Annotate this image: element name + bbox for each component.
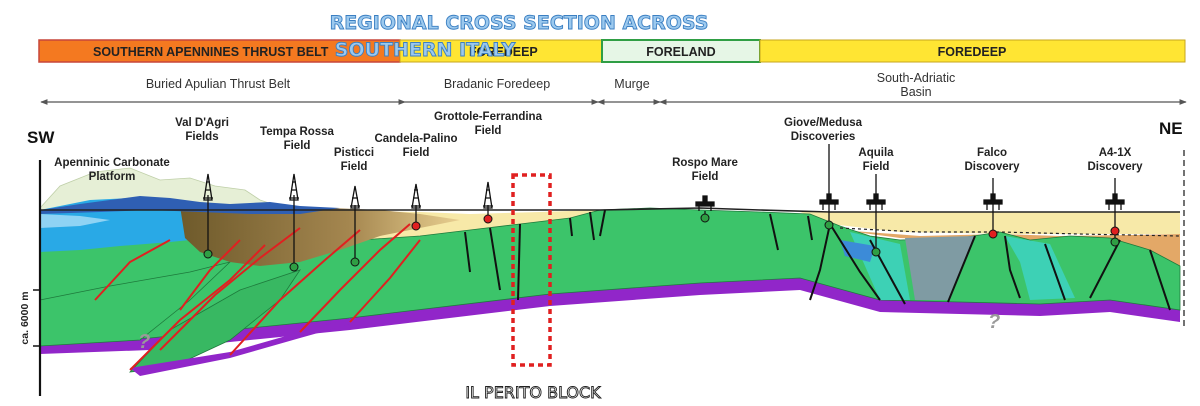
field-label: Grottole-Ferrandina	[434, 111, 543, 123]
fault-block-blue	[840, 240, 875, 262]
thrust-faults	[94, 223, 421, 371]
unknown-mark: ?	[138, 331, 150, 353]
field-label: Field	[692, 171, 719, 183]
field-label: Giove/Medusa	[784, 117, 863, 129]
title-line-1: REGIONAL CROSS SECTION ACROSS	[330, 12, 709, 34]
derrick-icon	[289, 173, 299, 201]
region-south-adriatic: South-Adriatic	[877, 71, 956, 85]
field-label: Field	[863, 161, 890, 173]
field-label: Val D'Agri	[175, 117, 229, 129]
vertical-scale: ca. 6000 m	[19, 160, 42, 396]
region-basin: Basin	[900, 85, 931, 99]
platform-icon	[695, 195, 715, 211]
platform-icon	[983, 193, 1003, 210]
band-label: FOREDEEP	[469, 45, 538, 59]
unknown-mark: ?	[988, 311, 1000, 333]
field-label: Tempa Rossa	[260, 126, 335, 138]
title-line-2: SOUTHERN ITALY	[335, 39, 516, 61]
field-label: Field	[341, 161, 368, 173]
perito-block-box	[511, 173, 552, 367]
fault-block-grey	[905, 236, 975, 300]
derrick-icon	[483, 181, 493, 209]
field-label: Field	[475, 125, 502, 137]
field-label: Field	[284, 140, 311, 152]
field-label: Field	[403, 147, 430, 159]
diagram-title: REGIONAL CROSS SECTION ACROSS SOUTHERN I…	[329, 12, 709, 62]
band-label: SOUTHERN APENNINES THRUST BELT	[93, 45, 329, 59]
perito-block-label: IL PERITO BLOCK	[465, 383, 601, 402]
platform-icon	[1105, 193, 1125, 210]
foredeep-fill-east	[800, 212, 1180, 234]
direction-ne: NE	[1159, 119, 1183, 138]
wells	[203, 144, 1125, 272]
allochthon-brown	[180, 204, 460, 266]
field-label: Discoveries	[791, 131, 856, 143]
thrust-sheet-base	[130, 318, 350, 376]
field-dot	[483, 214, 493, 224]
field-label: Fields	[185, 131, 218, 143]
field-label: Rospo Mare	[672, 157, 738, 169]
platform-label: Apenninic Carbonate	[54, 157, 170, 169]
band-foredeep-east	[759, 39, 1186, 63]
field-dot	[289, 262, 299, 272]
platform-label: Platform	[89, 171, 136, 183]
derrick-icon	[203, 173, 213, 201]
region-buried-apulian: Buried Apulian Thrust Belt	[146, 77, 291, 91]
field-dot	[1110, 237, 1120, 247]
region-murge: Murge	[614, 77, 649, 91]
field-dot	[700, 213, 710, 223]
field-label: Aquila	[858, 147, 894, 159]
field-dot	[203, 249, 213, 259]
geology-section	[39, 150, 1185, 376]
platform-icon	[866, 193, 886, 210]
field-dot	[350, 257, 360, 267]
derrick-icon	[350, 185, 360, 209]
region-labels: Buried Apulian Thrust Belt Bradanic Fore…	[40, 71, 1187, 105]
field-dot	[824, 220, 834, 230]
region-bradanic: Bradanic Foredeep	[444, 77, 550, 91]
field-label: Discovery	[1088, 161, 1144, 173]
band-label: FOREDEEP	[938, 45, 1007, 59]
field-label: A4-1X	[1099, 147, 1132, 159]
tectonic-band-bar: SOUTHERN APENNINES THRUST BELT FOREDEEP …	[38, 39, 1186, 63]
field-dot	[871, 247, 881, 257]
field-label: Falco	[977, 147, 1007, 159]
derrick-icon	[411, 183, 421, 209]
allochthon-blue-light	[40, 214, 110, 228]
field-label: Discovery	[965, 161, 1021, 173]
fault-block-teal	[1005, 236, 1075, 300]
direction-sw: SW	[27, 128, 55, 147]
field-dot	[988, 229, 998, 239]
platform-icon	[819, 193, 839, 210]
band-label: FORELAND	[646, 45, 715, 59]
scale-label: ca. 6000 m	[19, 291, 31, 344]
surface-line	[40, 207, 1180, 213]
field-dot	[411, 221, 421, 231]
field-labels: Val D'Agri Fields Tempa Rossa Field Pist…	[175, 111, 1143, 183]
thrust-sheet	[39, 261, 232, 347]
field-label: Pisticci	[334, 147, 374, 159]
field-dot	[1110, 226, 1120, 236]
normal-faults	[464, 209, 1171, 311]
field-label: Candela-Palino	[374, 133, 457, 145]
